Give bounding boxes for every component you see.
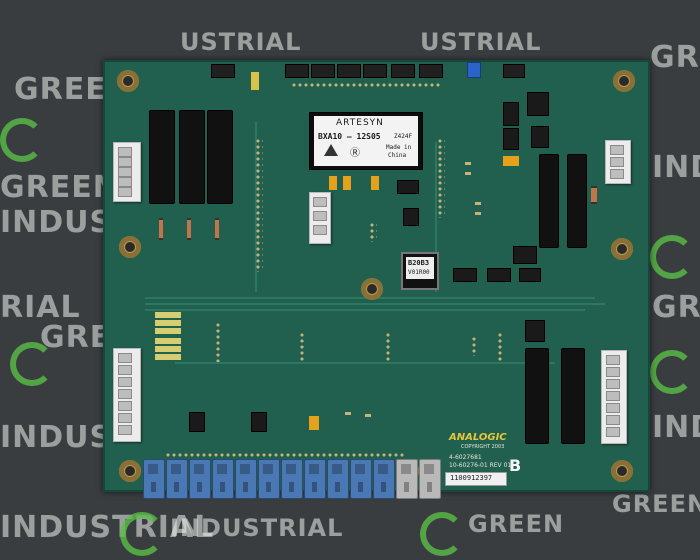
potentiometer	[467, 62, 481, 78]
warning-triangle-icon	[324, 144, 338, 156]
header-connector	[337, 64, 361, 78]
terminal-connector	[113, 142, 141, 202]
part-number-2: 10-60276-01 REV 01	[449, 462, 512, 469]
brand-logo: ANALOGIC	[449, 432, 507, 443]
ic-chip	[403, 208, 419, 226]
relay	[207, 110, 233, 204]
watermark-line1: GREEN	[0, 170, 119, 205]
mounting-hole	[119, 460, 141, 482]
header-connector	[363, 64, 387, 78]
watermark-fragment: USTRIAL	[420, 28, 542, 56]
watermark-line1: GREEN	[468, 510, 565, 538]
mounting-hole	[117, 70, 139, 92]
serial-number: 1100912397	[450, 474, 493, 482]
watermark-logo-icon	[650, 235, 694, 279]
ic-chip	[503, 128, 519, 150]
revision-letter: B	[509, 456, 522, 475]
plcc-chip: B20B3 V01R00	[401, 252, 439, 290]
ic-chip	[519, 268, 541, 282]
watermark-fragment: USTRIAL	[180, 28, 302, 56]
ic-chip	[397, 180, 419, 194]
watermark-line1: GREEN	[652, 290, 700, 325]
copyright-text: COPYRIGHT 2003	[461, 444, 505, 450]
ul-mark-icon: Ⓡ	[350, 148, 360, 159]
terminal-connector	[113, 348, 141, 442]
mounting-hole	[361, 278, 383, 300]
plcc-line2: V01R00	[408, 269, 430, 276]
ic-chip	[525, 320, 545, 342]
mounting-hole	[611, 238, 633, 260]
module-origin-2: China	[388, 152, 407, 159]
capacitor	[343, 176, 351, 190]
module-code: Z424F	[394, 133, 413, 140]
ic-chip	[527, 92, 549, 116]
part-number-1: 4-6027681	[449, 454, 482, 461]
terminal-connector	[601, 350, 627, 444]
circuit-board: ARTESYN BXA10 – 12S05 Z424F Ⓡ Made in Ch…	[103, 60, 650, 492]
ic-chip	[453, 268, 477, 282]
capacitor	[309, 416, 319, 430]
module-origin-1: Made in	[386, 144, 412, 151]
relay	[567, 154, 587, 248]
relay	[179, 110, 205, 204]
power-module: ARTESYN BXA10 – 12S05 Z424F Ⓡ Made in Ch…	[309, 112, 423, 170]
relay	[561, 348, 585, 444]
mounting-hole	[613, 70, 635, 92]
header-connector	[285, 64, 309, 78]
capacitor	[503, 156, 519, 166]
mounting-hole	[611, 460, 633, 482]
ic-chip	[189, 412, 205, 432]
ic-chip	[503, 102, 519, 126]
module-brand: ARTESYN	[336, 118, 384, 128]
header-connector	[211, 64, 235, 78]
watermark-line2: INDUSTRIAL	[652, 410, 700, 445]
watermark-logo-icon	[0, 118, 44, 162]
header-connector	[391, 64, 415, 78]
ic-chip	[513, 246, 537, 264]
header-connector	[311, 64, 335, 78]
terminal-block	[143, 459, 442, 499]
relay	[525, 348, 549, 444]
ic-chip	[487, 268, 511, 282]
ic-chip	[531, 126, 549, 148]
terminal-connector	[309, 192, 331, 244]
jumper	[251, 72, 259, 90]
capacitor	[329, 176, 337, 190]
mounting-hole	[119, 236, 141, 258]
watermark-fragment: RIAL	[0, 290, 81, 325]
watermark-line2: INDUSTRIAL	[0, 510, 215, 545]
header-connector	[503, 64, 525, 78]
watermark-line1: GREEN	[612, 490, 700, 518]
watermark-logo-icon	[10, 342, 54, 386]
ic-chip	[251, 412, 267, 432]
watermark-line2: INDUSTRIAL	[170, 514, 344, 542]
relay	[539, 154, 559, 248]
capacitor	[371, 176, 379, 190]
plcc-line1: B20B3	[408, 259, 430, 267]
watermark-line2: INDUSTRIAL	[652, 150, 700, 185]
watermark-logo-icon	[420, 512, 464, 556]
header-connector	[419, 64, 443, 78]
relay	[149, 110, 175, 204]
module-model: BXA10 – 12S05	[318, 132, 381, 141]
serial-sticker: 1100912397	[445, 472, 507, 486]
watermark-logo-icon	[120, 512, 164, 556]
watermark-line1: GREEN	[650, 40, 700, 75]
terminal-connector	[605, 140, 631, 184]
watermark-logo-icon	[650, 350, 694, 394]
